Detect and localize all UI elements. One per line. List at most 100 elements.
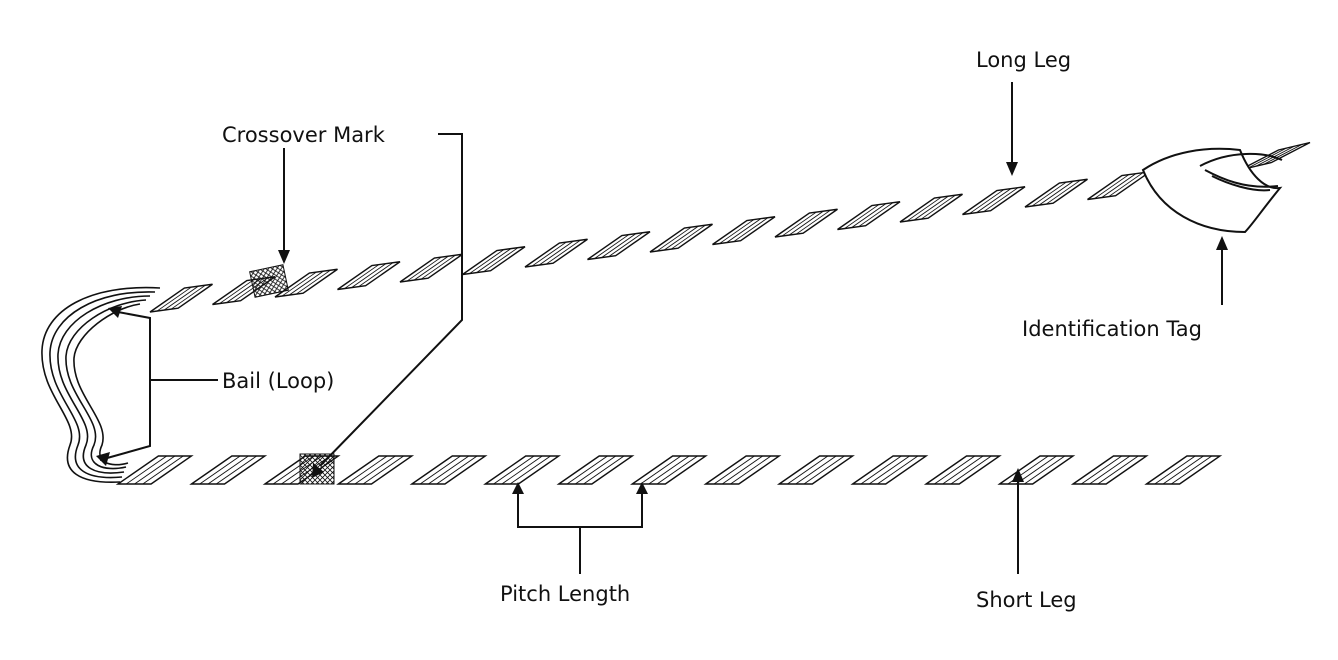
long-leg-strand <box>219 279 255 304</box>
long-leg-strand <box>719 219 755 244</box>
long-leg-label: Long Leg <box>976 48 1071 72</box>
bail-label: Bail (Loop) <box>222 369 334 393</box>
long-leg-strand <box>781 211 817 237</box>
long-leg-strand <box>295 269 331 295</box>
long-leg-strand <box>545 239 581 265</box>
long-leg-strand <box>469 249 505 274</box>
long-leg-strand <box>656 226 692 252</box>
long-leg-strand <box>420 254 456 280</box>
long-leg-strand <box>156 286 192 312</box>
identification-tag-label: Identification Tag <box>1022 317 1202 341</box>
short-leg-strand <box>1081 455 1122 485</box>
short-leg-strand <box>1015 455 1057 485</box>
short-leg-strand <box>934 455 976 485</box>
short-leg-strand <box>419 455 461 485</box>
short-leg-strand <box>722 455 763 485</box>
long-leg-strand <box>1108 172 1144 198</box>
long-leg-strand <box>608 232 644 258</box>
short-leg-strand <box>868 455 910 485</box>
long-leg-strand <box>788 210 824 236</box>
short-leg-strand <box>648 455 690 485</box>
short-leg-strand <box>1162 455 1204 485</box>
short-leg-strand <box>501 455 543 485</box>
long-leg-tail-strand <box>1247 147 1287 169</box>
long-leg-strand <box>906 196 942 222</box>
long-leg-strand <box>795 209 831 235</box>
long-leg-strand <box>670 224 706 250</box>
long-leg-strand <box>538 240 574 266</box>
short-leg-label: Short Leg <box>976 588 1077 612</box>
long-leg-strand <box>476 248 512 273</box>
long-leg-strand <box>983 187 1019 213</box>
short-leg-strand <box>575 455 616 485</box>
short-leg-strand <box>1097 455 1139 485</box>
short-leg-strand <box>509 455 551 485</box>
identification-tag <box>1141 147 1283 234</box>
long-leg-strand <box>281 271 317 297</box>
short-leg-strand <box>362 455 404 485</box>
long-leg-strand <box>1094 174 1130 199</box>
long-leg-strand <box>531 241 567 267</box>
short-leg-strand <box>1089 455 1131 485</box>
short-leg-strand <box>1171 455 1212 485</box>
short-leg-strand <box>436 455 478 485</box>
short-leg-strand <box>730 455 772 485</box>
short-leg-strand <box>142 455 184 485</box>
long-leg-strand <box>851 203 887 228</box>
long-leg-strand <box>726 218 762 243</box>
long-leg-strand <box>858 202 894 228</box>
long-leg-strand <box>351 263 387 288</box>
short-leg-strand <box>1154 455 1196 485</box>
long-leg-strand <box>844 204 880 229</box>
short-leg-strand <box>942 455 984 485</box>
short-leg-strand <box>199 455 241 485</box>
short-leg-strand <box>860 455 902 485</box>
short-leg-rod <box>115 455 1223 485</box>
short-leg-strand <box>126 455 167 485</box>
short-leg-strand <box>803 455 845 485</box>
long-leg-strand <box>1101 173 1137 198</box>
pitch-length-label: Pitch Length <box>500 582 630 606</box>
short-leg-strand <box>713 455 755 485</box>
long-leg-strand <box>601 233 637 258</box>
short-leg-strand <box>787 455 829 485</box>
long-leg-strand <box>1031 181 1067 207</box>
long-leg-strand <box>406 256 442 282</box>
long-leg-tail-strand <box>1263 143 1303 165</box>
arrowheads <box>96 162 1228 494</box>
long-leg-strand <box>733 217 769 243</box>
short-leg-strand <box>428 455 470 485</box>
long-leg-strand <box>163 285 199 311</box>
bail-loop <box>41 286 161 483</box>
short-leg-strand <box>207 455 249 485</box>
long-leg-strand <box>288 270 324 296</box>
crossover-mark-upper <box>249 264 289 298</box>
long-leg-strand <box>913 195 949 221</box>
long-leg-strand <box>663 225 699 251</box>
long-leg-strand <box>170 284 206 310</box>
short-leg-strand <box>566 455 608 485</box>
short-leg-strand <box>640 455 682 485</box>
short-leg-strand <box>583 455 625 485</box>
short-leg-strand <box>346 455 388 485</box>
long-leg-strand <box>920 194 956 220</box>
short-leg-strand <box>354 455 396 485</box>
short-leg-strand <box>656 455 698 485</box>
short-leg-strand <box>493 455 535 485</box>
long-leg-strand <box>969 189 1005 214</box>
long-leg-strand <box>594 234 630 259</box>
long-leg-strand <box>976 188 1012 213</box>
long-leg-strand <box>358 262 394 288</box>
short-leg-strand <box>216 455 257 485</box>
short-leg-strand <box>877 455 919 485</box>
short-leg-strand <box>795 455 837 485</box>
callouts <box>99 82 1223 574</box>
long-leg-strand <box>1045 179 1081 205</box>
short-leg-strand <box>950 455 992 485</box>
long-leg-strand <box>1038 180 1074 206</box>
long-leg-rod <box>149 141 1311 313</box>
long-leg-strand <box>413 255 449 281</box>
short-leg-strand <box>1024 455 1066 485</box>
long-leg-strand <box>483 247 519 273</box>
